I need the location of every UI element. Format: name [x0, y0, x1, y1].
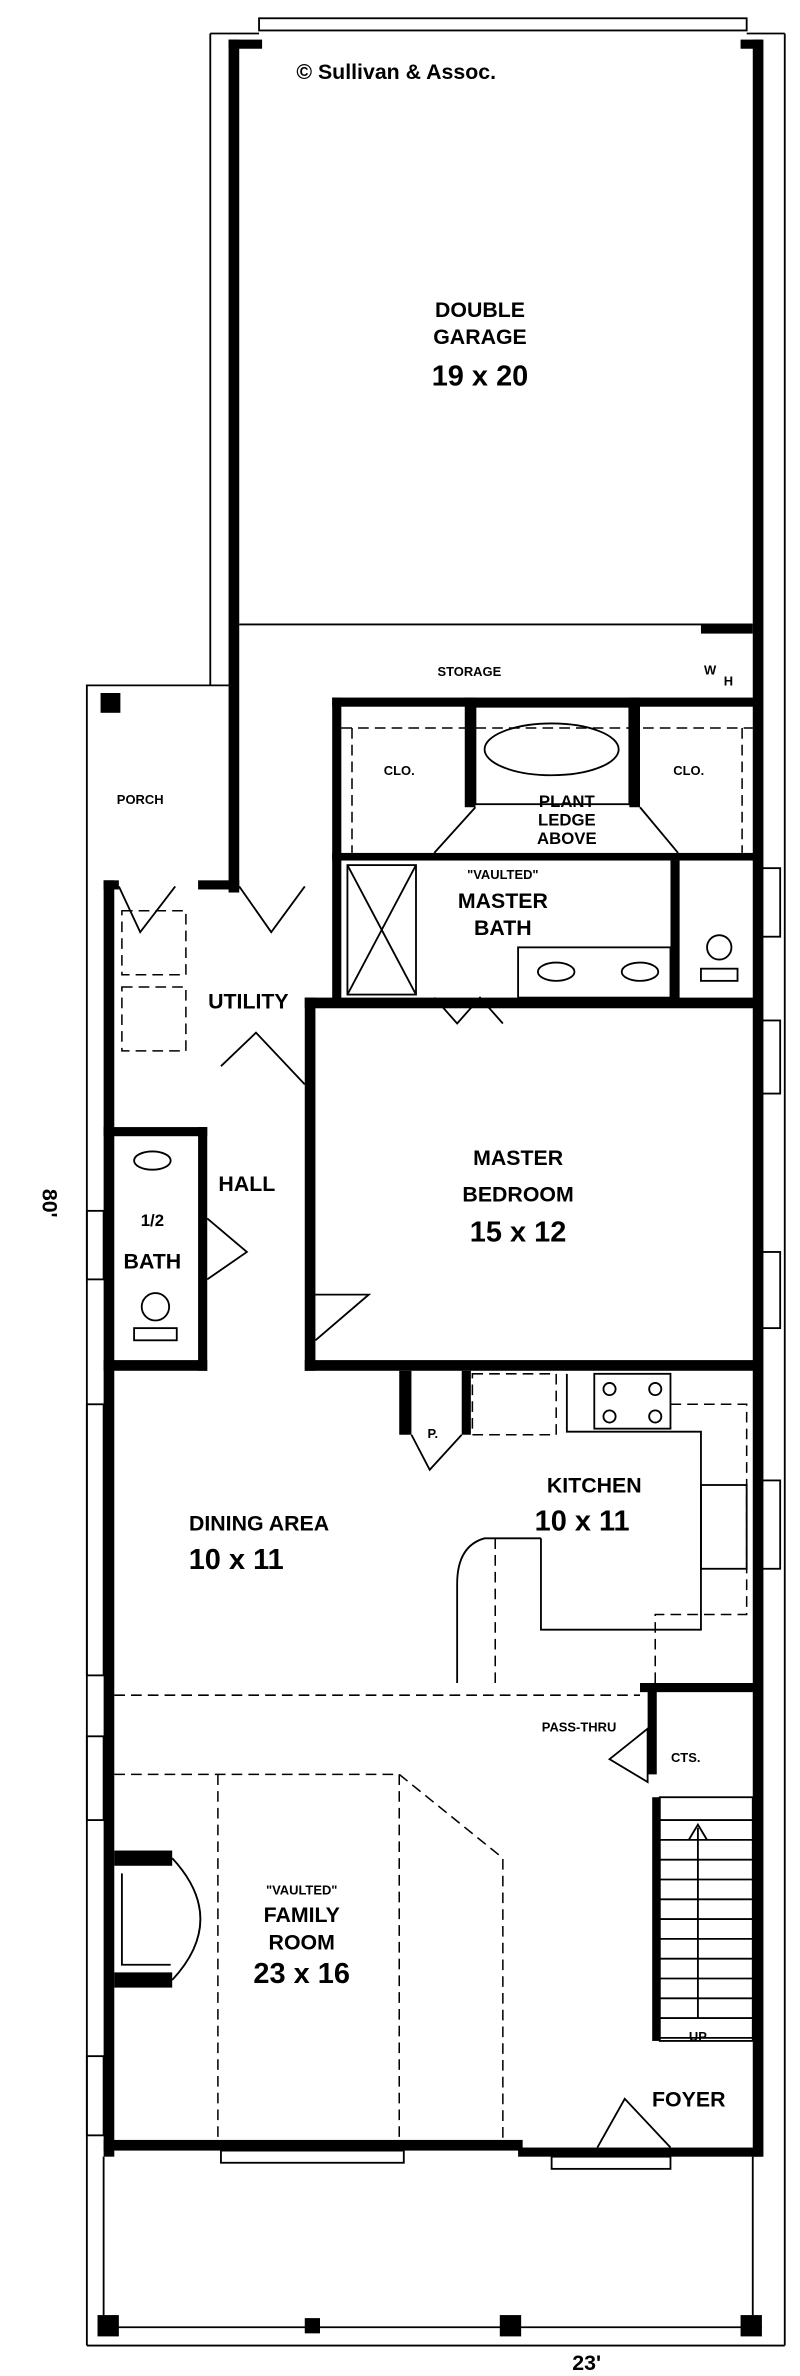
utility-fixtures	[118, 885, 504, 1342]
closet-right-label: CLO.	[673, 763, 704, 778]
closet-left-label: CLO.	[384, 763, 415, 778]
pass-thru-label: PASS-THRU	[542, 1720, 617, 1735]
foyer-label: FOYER	[652, 2087, 725, 2111]
kitchen-size: 10 x 11	[535, 1506, 630, 1538]
toilet-icon	[140, 1292, 171, 1322]
sink-icon	[620, 961, 660, 982]
master-bedroom-label: MASTER	[473, 1146, 563, 1170]
vanity-counter	[517, 946, 672, 999]
house-walls	[103, 880, 762, 2157]
dining-label: DINING AREA	[189, 1512, 329, 1536]
family-room-size: 23 x 16	[253, 1958, 350, 1990]
family-room-label: FAMILY	[264, 1903, 340, 1927]
master-bedroom-label: BEDROOM	[462, 1183, 573, 1207]
copyright-text: © Sullivan & Assoc.	[296, 60, 496, 84]
half-bath-label: 1/2	[141, 1211, 164, 1230]
garage-walls	[228, 39, 764, 2157]
bathtub	[483, 722, 620, 777]
garage-label: GARAGE	[433, 325, 527, 349]
storage-label: STORAGE	[437, 664, 501, 679]
pantry-label: P.	[427, 1426, 438, 1441]
sink-icon	[536, 961, 576, 982]
plant-ledge-label: ABOVE	[537, 829, 597, 848]
cabinets-label: CTS.	[671, 1750, 700, 1765]
porch	[97, 693, 762, 2337]
sink-icon	[700, 1484, 748, 1570]
master-bath-label: MASTER	[458, 889, 548, 913]
master-bath-note: "VAULTED"	[467, 867, 538, 882]
stairs-up-label: UP	[689, 2029, 707, 2044]
plant-ledge-label: LEDGE	[538, 811, 596, 830]
range-icon	[593, 1372, 672, 1430]
porch-label: PORCH	[117, 792, 164, 807]
width-dimension: 23'	[572, 2351, 601, 2375]
dining-size: 10 x 11	[189, 1544, 284, 1576]
family-room-fixtures	[114, 1773, 672, 2149]
master-bedroom-size: 15 x 12	[470, 1216, 567, 1248]
master-suite-walls	[304, 697, 762, 1009]
garage-label: DOUBLE	[435, 298, 525, 322]
kitchen-label: KITCHEN	[547, 1474, 642, 1498]
depth-dimension: 80'	[38, 1189, 62, 1218]
utility-label: UTILITY	[208, 989, 289, 1013]
toilet-icon	[706, 934, 733, 961]
family-room-label: ROOM	[269, 1931, 335, 1955]
master-bath-label: BATH	[474, 916, 532, 940]
water-heater-h: H	[724, 673, 733, 688]
windows	[85, 867, 782, 2170]
toilet-icon	[133, 1150, 172, 1171]
fireplace	[114, 1850, 202, 1988]
garage-size: 19 x 20	[432, 360, 529, 392]
family-room-note: "VAULTED"	[266, 1883, 337, 1898]
hall-label: HALL	[218, 1172, 275, 1196]
kitchen-fixtures	[410, 1372, 748, 1683]
plant-ledge-label: PLANT	[539, 792, 596, 811]
half-bath-label: BATH	[124, 1250, 182, 1274]
stairs	[658, 1796, 754, 2042]
water-heater-w: W	[704, 663, 717, 678]
